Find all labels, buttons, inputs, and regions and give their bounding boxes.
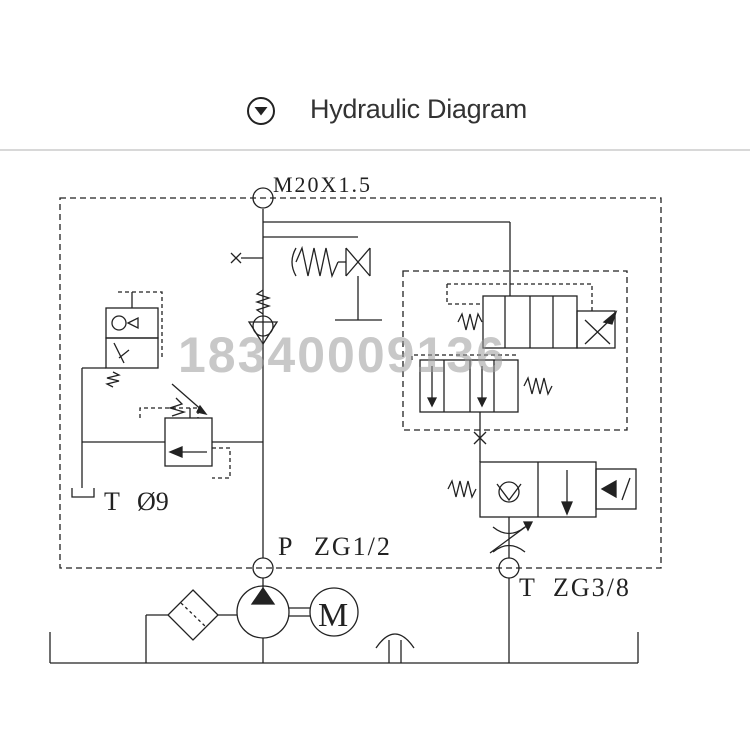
breather <box>375 633 415 649</box>
gauge-port <box>252 187 274 209</box>
prop-spring <box>167 397 187 417</box>
solenoid-coil <box>595 468 637 510</box>
page-title: Hydraulic Diagram <box>310 94 527 124</box>
dcv-spring-bottom <box>523 376 553 396</box>
tank-port-left-size: Ø9 <box>137 487 169 516</box>
chevron-down-circle-icon[interactable] <box>246 96 276 126</box>
directional-valve-bottom <box>419 359 519 413</box>
solenoid-spring <box>447 479 477 499</box>
tank-port-right-size: ZG3/8 <box>553 573 631 602</box>
pump-port-label: P <box>278 532 292 561</box>
motor-label: M <box>318 597 348 634</box>
left-spring <box>105 371 121 388</box>
tank-port-left-label: T <box>104 487 120 516</box>
watermark: 18340009136 <box>178 327 506 383</box>
dcv-spring-top <box>457 312 483 331</box>
prop-pressure-valve <box>164 417 213 467</box>
relief-spring <box>295 245 339 279</box>
header: Hydraulic Diagram <box>0 0 750 151</box>
manifold-block-outline <box>59 197 662 569</box>
motor <box>309 587 359 637</box>
check-valve-ball <box>252 315 274 337</box>
check-valve-spring <box>254 289 272 315</box>
gauge-port-label: M20X1.5 <box>273 172 372 197</box>
pump-port-size: ZG1/2 <box>314 532 392 561</box>
tank-port-right-label: T <box>519 573 535 602</box>
header-divider <box>0 149 750 151</box>
filter <box>167 589 219 641</box>
